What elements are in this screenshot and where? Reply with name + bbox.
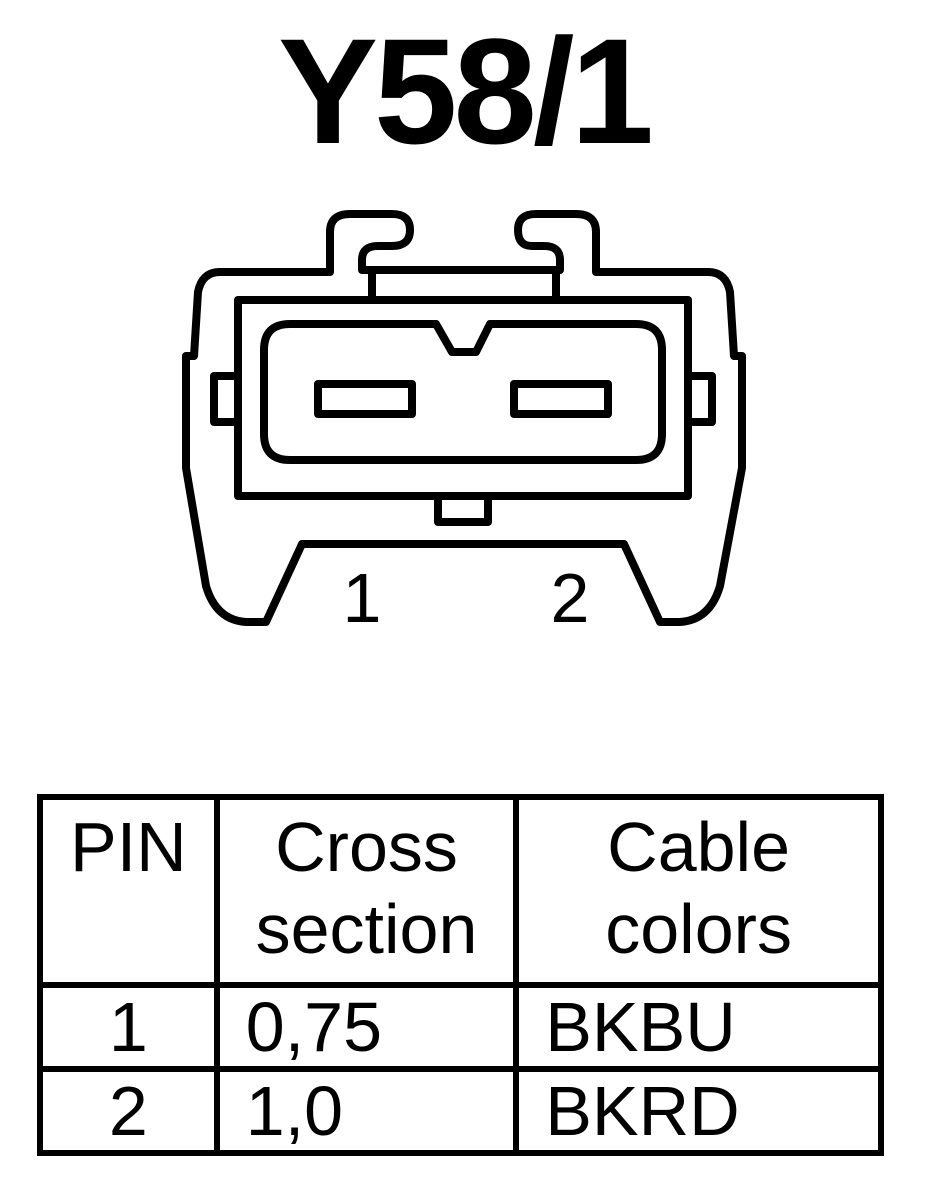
plug-cavity (260, 320, 666, 464)
table-header-row: PIN Cross section Cable colors (37, 794, 884, 988)
table-row: 2 1,0 BKRD (37, 1066, 884, 1156)
left-side-tab (210, 372, 242, 426)
connector-housing-outline (182, 210, 746, 626)
connector-diagram: 1 2 (182, 210, 746, 637)
header-cross-section-line-1: Cross (275, 808, 458, 886)
header-cable-colors-line-1: Cable (607, 808, 791, 886)
header-pin-label: PIN (70, 808, 187, 886)
row-1-cross-section: 0,75 (213, 982, 520, 1072)
header-cross-section-line-2: section (255, 890, 478, 968)
row-2-cable-color: BKRD (513, 1066, 884, 1156)
row-2-pin: 2 (37, 1066, 220, 1156)
header-cross-section: Cross section (213, 794, 520, 988)
right-side-tab (684, 372, 716, 426)
row-1-cable-color: BKBU (513, 982, 884, 1072)
pin-1-contact (314, 380, 416, 418)
header-cable-colors: Cable colors (513, 794, 884, 988)
pin-2-contact (510, 380, 612, 418)
pin-1-label: 1 (343, 559, 382, 637)
bottom-key (434, 492, 492, 526)
header-cable-colors-line-2: colors (605, 890, 792, 968)
header-pin: PIN (37, 794, 220, 988)
table-row: 1 0,75 BKBU (37, 982, 884, 1072)
connector-title: Y58/1 (278, 7, 654, 175)
pin-2-label: 2 (551, 559, 590, 637)
row-2-cross-section: 1,0 (213, 1066, 520, 1156)
row-1-pin: 1 (37, 982, 220, 1072)
inner-frame (234, 296, 692, 500)
pin-assignment-table: PIN Cross section Cable colors 1 0,75 BK… (37, 794, 884, 1156)
